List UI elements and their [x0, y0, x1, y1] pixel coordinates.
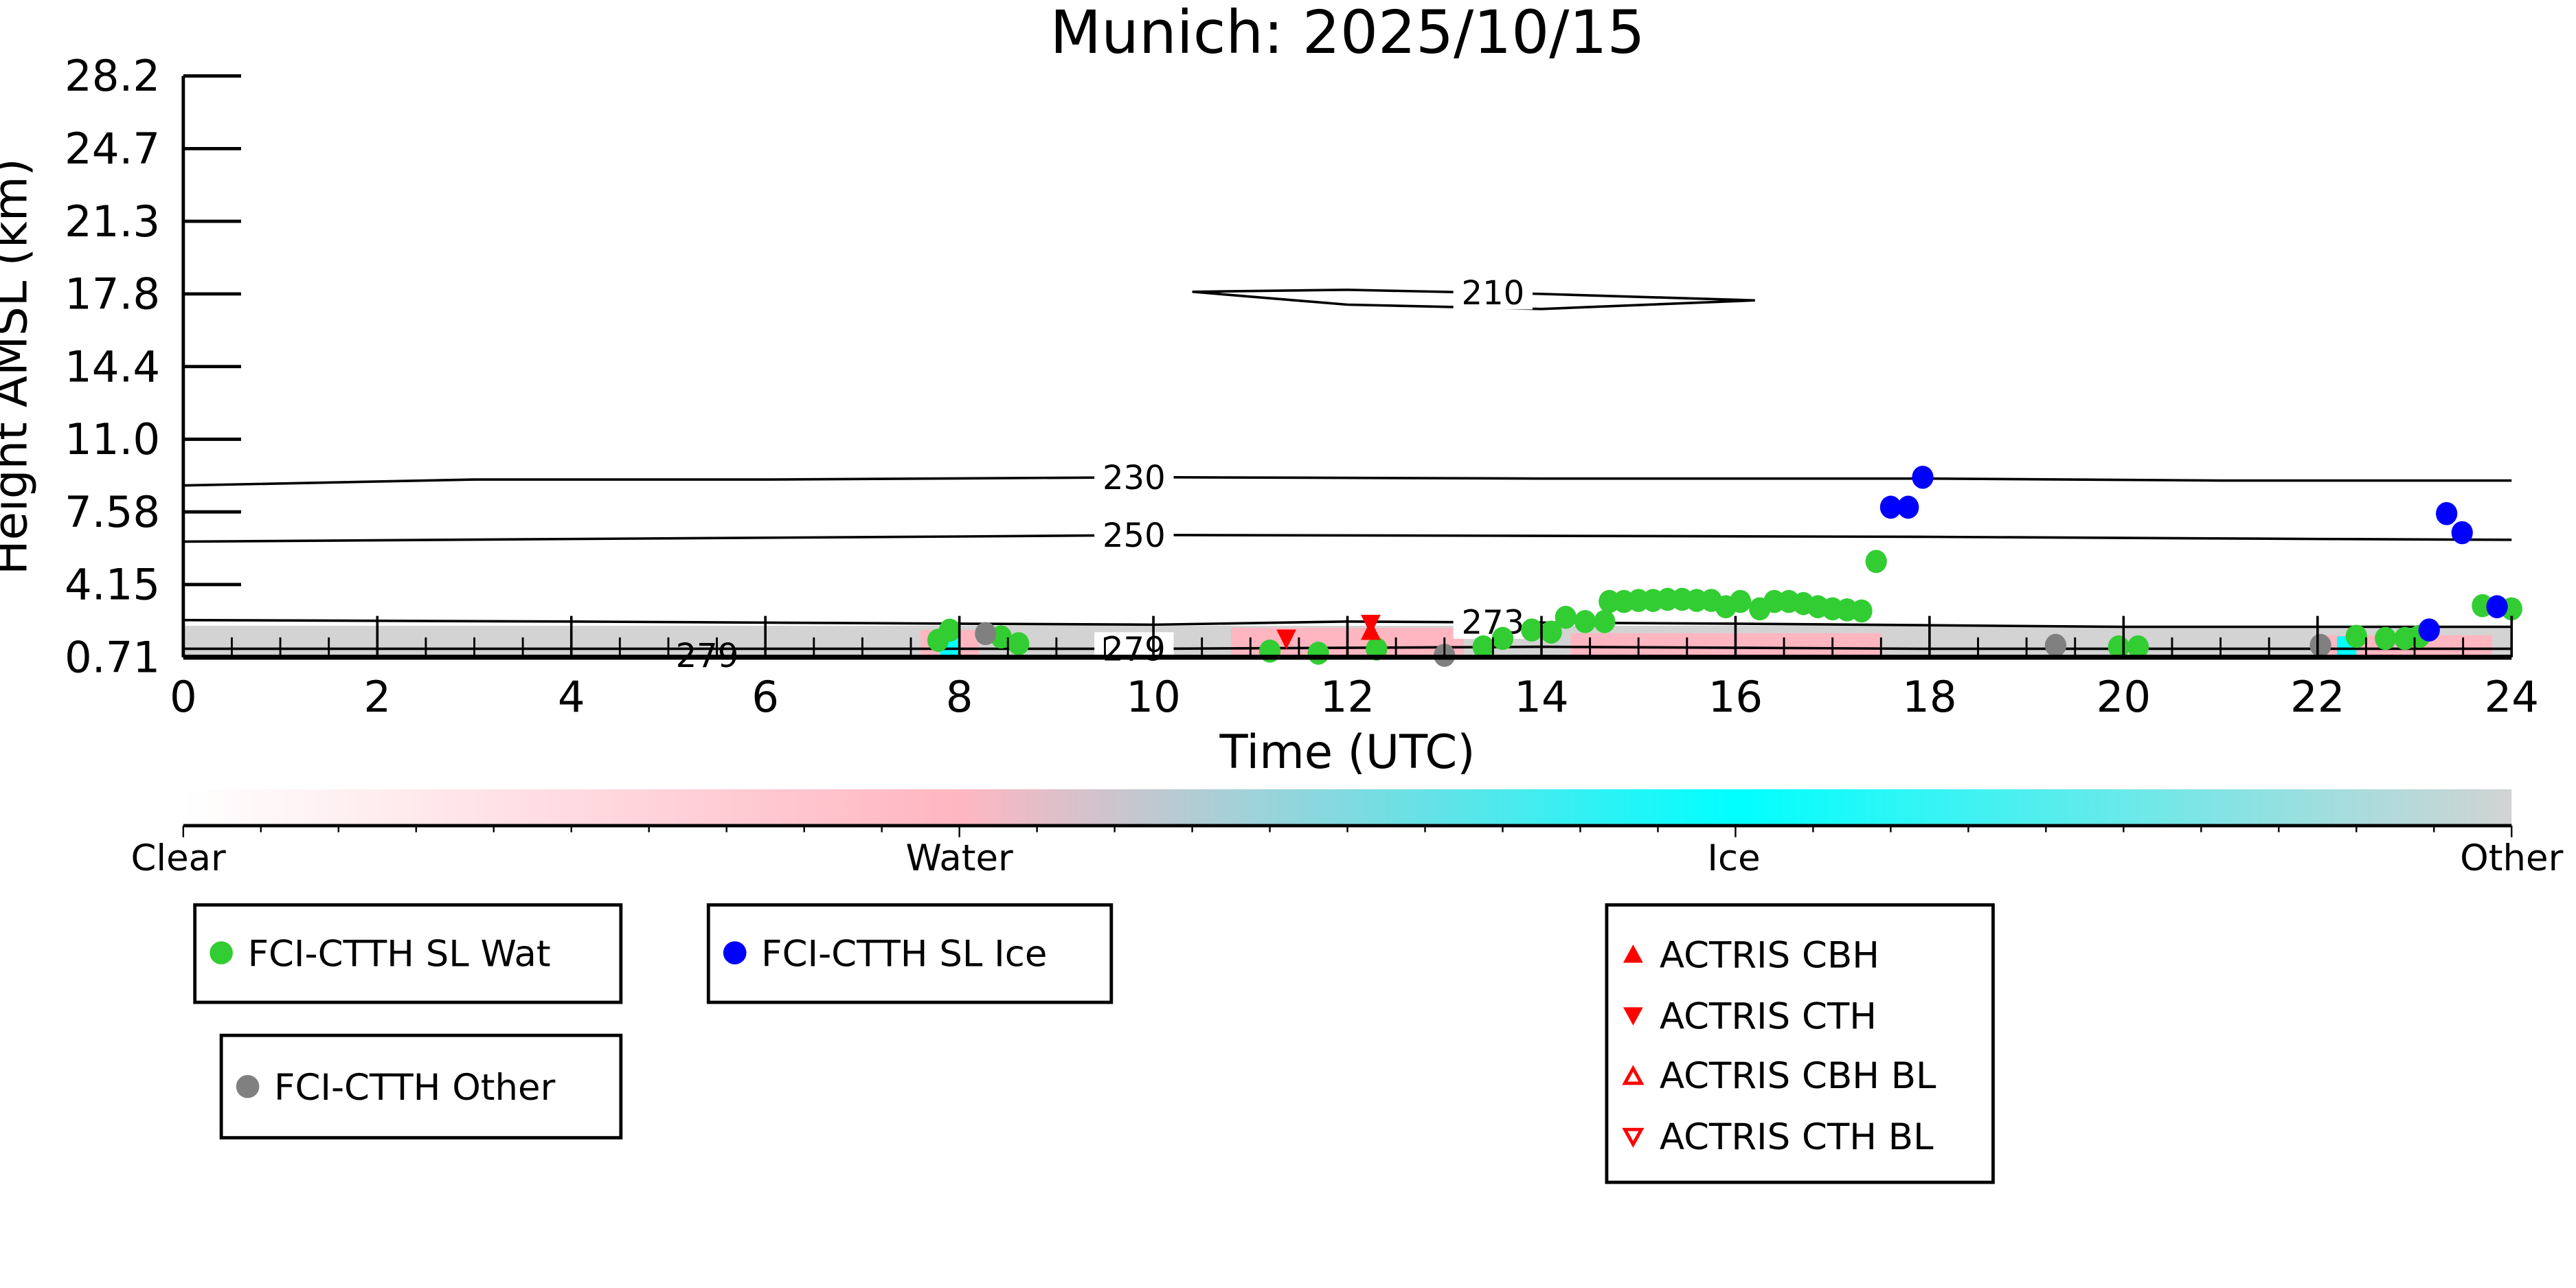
data-point — [1307, 642, 1329, 665]
data-point — [1574, 609, 1596, 633]
data-point — [1729, 589, 1752, 613]
data-point — [1540, 620, 1562, 644]
contour-label: 230 — [1103, 459, 1166, 497]
x-tick-label: 4 — [558, 672, 585, 722]
legend-label: ACTRIS CTH — [1660, 996, 1877, 1038]
y-tick-label: 4.15 — [65, 560, 160, 610]
data-point — [1594, 609, 1616, 633]
legend-marker-gray-circle — [236, 1074, 260, 1098]
data-point — [2044, 633, 2067, 657]
contour-label: 250 — [1103, 517, 1166, 555]
legend-actris: ACTRIS CBH ACTRIS CTH ACTRIS CBH BL ACTR… — [1605, 903, 1995, 1184]
legend-water: FCI-CTTH SL Wat — [193, 903, 623, 1004]
y-tick-label: 14.4 — [65, 341, 160, 392]
x-tick-label: 12 — [1320, 672, 1375, 722]
contour-label-bg — [1453, 276, 1533, 310]
contour-line-250 — [183, 534, 2512, 543]
data-point — [1521, 618, 1543, 642]
legend-marker-triangle-up-open — [1622, 1065, 1645, 1085]
data-point — [2309, 633, 2331, 657]
chart-title: Munich: 2025/10/15 — [1050, 0, 1645, 67]
x-tick-label: 24 — [2484, 672, 2539, 722]
legend-marker-green-circle — [210, 941, 233, 964]
contour-label-bg — [1094, 518, 1174, 552]
contour-label-bg — [1453, 605, 1533, 639]
colorbar-label-other: Other — [2460, 837, 2563, 879]
cloud-phase-band — [1570, 633, 1882, 657]
colorbar-label-clear: Clear — [131, 837, 226, 879]
legend-marker-triangle-up — [1623, 945, 1643, 963]
x-axis-label: Time (UTC) — [1219, 725, 1476, 779]
x-tick-label: 2 — [363, 672, 391, 722]
y-tick-label: 0.71 — [65, 632, 160, 682]
data-point — [1879, 495, 1902, 519]
legend-ice: FCI-CTTH SL Ice — [706, 903, 1114, 1004]
data-point — [2436, 501, 2458, 526]
data-point — [1865, 550, 1887, 574]
data-point — [1491, 626, 1514, 651]
data-point — [1897, 495, 1919, 519]
y-tick-label: 28.2 — [65, 51, 160, 101]
y-tick-label: 7.58 — [65, 487, 160, 537]
data-point — [2127, 635, 2149, 659]
x-tick-label: 14 — [1514, 672, 1569, 722]
colorbar-label-ice: Ice — [1707, 837, 1760, 879]
x-tick-label: 18 — [1902, 672, 1957, 722]
x-tick-label: 0 — [170, 672, 197, 722]
data-point — [1008, 632, 1030, 655]
x-tick-label: 16 — [1708, 672, 1763, 722]
y-tick-label: 24.7 — [65, 124, 160, 174]
data-point — [2451, 521, 2473, 545]
data-point — [938, 618, 961, 642]
y-tick-label: 21.3 — [65, 196, 160, 247]
x-tick-label: 22 — [2290, 672, 2345, 722]
contour-label: 279 — [1103, 630, 1166, 668]
contour-label: 210 — [1462, 274, 1525, 313]
colorbar-label-water: Water — [905, 837, 1013, 879]
legend-label: ACTRIS CBH BL — [1660, 1055, 1936, 1097]
legend-marker-triangle-down — [1623, 1007, 1643, 1026]
data-point-triangle-down — [1361, 614, 1381, 635]
data-point — [2486, 595, 2508, 619]
legend-label: FCI-CTTH SL Wat — [248, 933, 551, 975]
contour-label-bg — [1094, 460, 1174, 494]
legend-marker-blue-circle — [723, 941, 747, 964]
x-tick-label: 20 — [2097, 672, 2151, 722]
legend-label: ACTRIS CTH BL — [1660, 1116, 1934, 1158]
y-axis-label: Height AMSL (km) — [0, 158, 37, 575]
data-point — [1912, 465, 1934, 489]
data-point-triangle-down — [1276, 629, 1296, 650]
data-point — [1555, 605, 1577, 629]
legend-other: FCI-CTTH Other — [219, 1033, 623, 1140]
data-point — [975, 622, 997, 646]
plot-area: 2102302502732792790.714.157.5811.014.417… — [65, 51, 2539, 722]
y-tick-label: 11.0 — [65, 414, 160, 464]
colorbar-gradient — [183, 789, 2512, 826]
legend-label: ACTRIS CBH — [1660, 935, 1879, 977]
y-tick-label: 17.8 — [65, 269, 160, 319]
contour-label-bg — [1094, 632, 1174, 666]
data-point — [2345, 624, 2367, 648]
data-point — [2375, 626, 2397, 651]
x-tick-label: 8 — [946, 672, 973, 722]
data-point — [1472, 635, 1494, 659]
x-tick-label: 10 — [1126, 672, 1181, 722]
contour-line-230 — [183, 475, 2512, 487]
colorbar: Clear Water Ice Other — [131, 789, 2564, 879]
data-point — [2418, 618, 2440, 642]
contour-line-273 — [183, 618, 2512, 629]
legend-marker-triangle-down-open — [1622, 1127, 1645, 1148]
contour-line-210 — [1192, 289, 1755, 310]
legend-label: FCI-CTTH Other — [274, 1067, 556, 1109]
legend-label: FCI-CTTH SL Ice — [761, 933, 1047, 975]
data-point — [1851, 599, 1873, 623]
x-tick-label: 6 — [752, 672, 779, 722]
